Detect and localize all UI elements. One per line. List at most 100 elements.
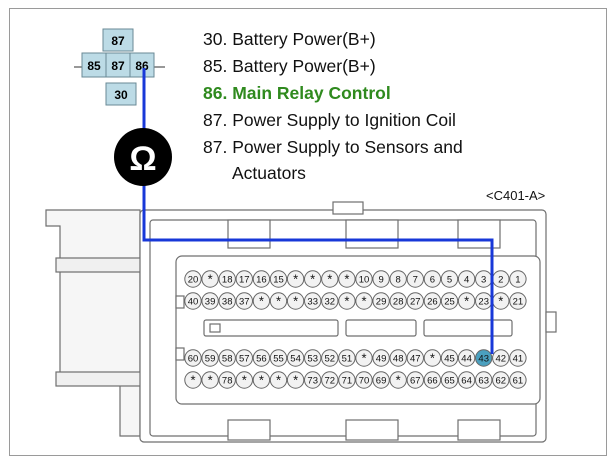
connector-pin-label: 3 (481, 275, 486, 286)
relay-label: 86 (135, 59, 149, 73)
connector-pin-label: 32 (325, 297, 336, 308)
connector-pin-label: * (344, 294, 349, 309)
connector-pin (457, 270, 476, 288)
connector-pin-label: 2 (498, 275, 503, 286)
connector-pin (338, 270, 356, 288)
connector-pin-label: 5 (447, 275, 452, 286)
connector-pin-label: 64 (461, 376, 472, 387)
ohmmeter-icon: Ω (114, 128, 172, 186)
connector-pin-label: 49 (376, 354, 387, 365)
connector-pin-label: 70 (359, 376, 370, 387)
connector-pin (440, 292, 459, 310)
connector-pin (440, 371, 459, 389)
connector-pin-label: 58 (222, 354, 233, 365)
relay-pin-86 (129, 52, 155, 78)
connector-pin (321, 349, 339, 367)
connector-pin (201, 349, 219, 367)
connector-pin-label: 60 (188, 354, 199, 365)
connector-pin-label: 21 (513, 297, 524, 308)
connector-pin-label: 10 (359, 275, 370, 286)
connector-pin-label: * (293, 373, 298, 388)
ohm-symbol: Ω (129, 140, 156, 178)
connector-pin (338, 371, 356, 389)
relay-label: 87 (111, 59, 125, 73)
relay-label: 30 (114, 88, 128, 102)
connector-pin-label: 54 (290, 354, 301, 365)
connector-pin (286, 371, 305, 389)
legend-line-87-ignition: 87. Power Supply to Ignition Coil (203, 110, 456, 130)
connector-pin (355, 270, 373, 288)
connector-pin (457, 349, 476, 367)
connector-pin-label: 20 (188, 275, 199, 286)
relay-label: 87 (111, 34, 125, 48)
connector-pin-label: 55 (273, 354, 284, 365)
connector-pin-label: 59 (205, 354, 216, 365)
connector-pin-label: 33 (307, 297, 318, 308)
legend-line-86: 86. Main Relay Control (203, 83, 391, 103)
connector-pin-label: 17 (239, 275, 250, 286)
connector-pin (475, 371, 493, 389)
connector-pin-label: 9 (378, 275, 383, 286)
connector-pin (201, 270, 219, 288)
connector-pin (218, 292, 236, 310)
connector-pin (406, 371, 424, 389)
connector-pin (355, 292, 373, 310)
connector-pin (286, 270, 305, 288)
connector-pin (372, 270, 390, 288)
connector-pin-label: 48 (393, 354, 404, 365)
connector-pin (321, 371, 339, 389)
connector-pin-label: 26 (427, 297, 438, 308)
connector-pin (304, 371, 322, 389)
connector-id-label: <C401-A> (486, 188, 546, 203)
connector-pin (184, 371, 202, 389)
connector-pin-label: 62 (496, 376, 507, 387)
connector-pin-label: 28 (393, 297, 404, 308)
ecu-connector-housing (45, 201, 557, 443)
connector-pin-label: 39 (205, 297, 216, 308)
connector-pin (269, 349, 288, 367)
connector-pin-label: 37 (239, 297, 250, 308)
connector-pin-label: 1 (515, 275, 520, 286)
connector-pin (201, 371, 219, 389)
connector-pin-label: * (293, 272, 298, 287)
connector-pin (235, 270, 254, 288)
connector-pin-label: 43 (478, 354, 489, 365)
connector-pin (304, 292, 322, 310)
relay-pin-30 (105, 82, 137, 106)
legend-line-85: 85. Battery Power(B+) (203, 56, 376, 76)
connector-pin-label: 71 (342, 376, 353, 387)
connector-pin-label: 27 (410, 297, 421, 308)
connector-pin (286, 292, 305, 310)
connector-pin-label: * (276, 373, 281, 388)
connector-pin-label: * (498, 294, 503, 309)
connector-pin-label: 73 (307, 376, 318, 387)
connector-pin (423, 270, 442, 288)
connector-pin-label: 40 (188, 297, 199, 308)
connector-pin-label: 16 (256, 275, 267, 286)
connector-pin-label: 42 (496, 354, 507, 365)
connector-pin (389, 292, 407, 310)
connector-pin (235, 371, 254, 389)
connector-pin-label: 78 (222, 376, 233, 387)
connector-pin-label: * (310, 272, 315, 287)
connector-pin (201, 292, 219, 310)
connector-pin-label: 44 (461, 354, 472, 365)
connector-pin-label: * (259, 294, 264, 309)
connector-pin (440, 270, 459, 288)
connector-pin (372, 371, 390, 389)
connector-pin-label: 66 (427, 376, 438, 387)
connector-pin (252, 371, 271, 389)
connector-pin (509, 371, 527, 389)
connector-pin-label: 69 (376, 376, 387, 387)
connector-pin (235, 292, 254, 310)
connector-pin (372, 292, 390, 310)
connector-pin-label: 8 (396, 275, 401, 286)
connector-pin (423, 349, 442, 367)
connector-pin (218, 270, 236, 288)
connector-pin (440, 349, 459, 367)
connector-pin (218, 371, 236, 389)
connector-pin-label: * (208, 272, 213, 287)
connector-pin-label: 56 (256, 354, 267, 365)
